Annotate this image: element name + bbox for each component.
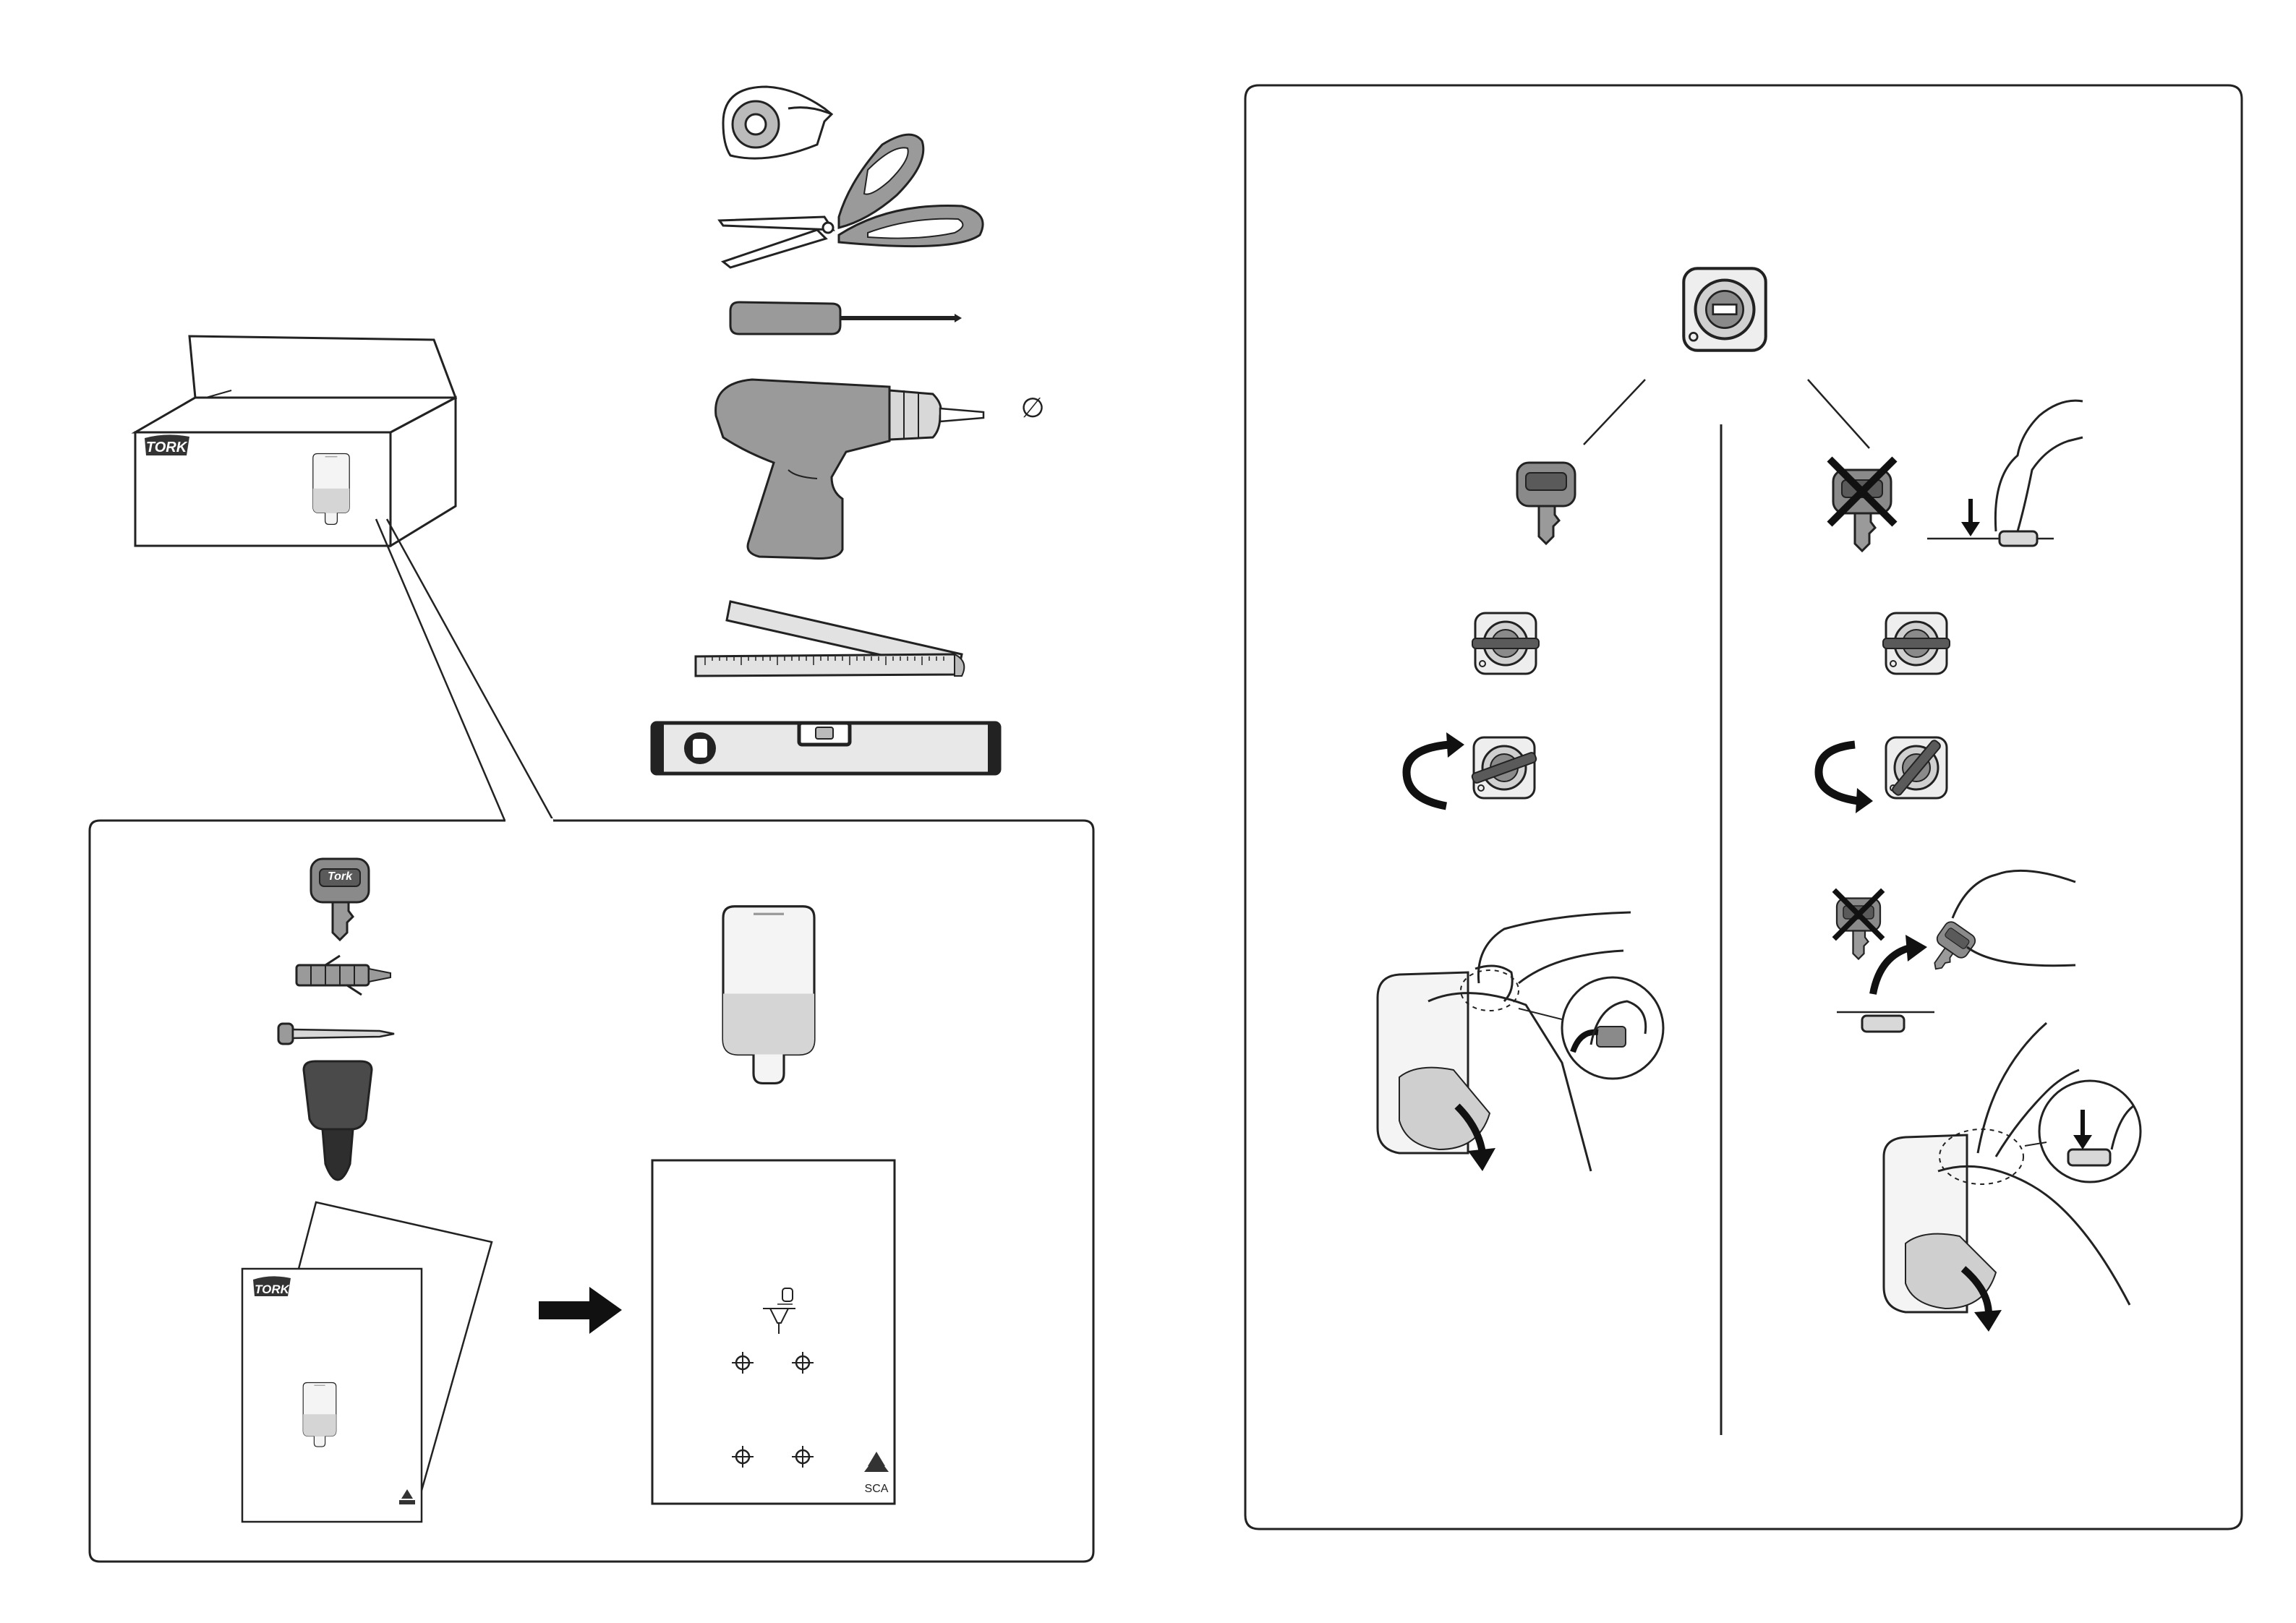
cap-stopper-icon [304,1061,372,1180]
right-arrow-icon [539,1287,622,1334]
screwdriver-icon [730,302,962,334]
key-icon-option [1517,463,1575,544]
drilling-template-sheet: SCA [652,1160,895,1504]
wall-plug-icon [296,956,391,995]
soap-dispenser-icon [723,907,814,1084]
spirit-level-icon [652,723,999,774]
lock-pressed-icon [1883,613,1950,674]
branch-line-right [1808,380,1869,448]
screw-icon [278,1024,394,1044]
tape-dispenser-icon [723,87,832,158]
option-with-key [1378,463,1663,1171]
product-box: TORK [135,336,456,546]
no-key-icon [1830,459,1895,551]
lock-icon-top [1683,268,1765,350]
turn-counterclockwise-arrow-icon [1819,745,1873,813]
option-without-key [1819,401,2141,1332]
drill-icon: ∅ [716,380,1045,559]
lock-with-key-inserted-icon [1472,613,1539,674]
remove-key-illustration [1834,870,2075,1032]
open-with-key-illustration [1378,912,1663,1171]
open-without-key-illustration [1884,1023,2141,1332]
opening-instructions-panel [1245,85,2242,1529]
sca-logo-text: SCA [865,1483,889,1495]
lock-key-turned-icon [1471,737,1537,798]
folding-ruler-icon [696,601,964,676]
box-logo-text: TORK [146,440,188,455]
manual-booklet-icon: TORK [242,1202,492,1522]
callout-lines [376,519,553,821]
turn-clockwise-arrow-icon [1407,732,1464,806]
tork-logo-box: TORK [145,434,189,455]
package-contents-panel: Tork TORK [90,818,1093,1562]
key-icon: Tork [311,859,369,940]
lock-turned-icon [1886,737,1947,798]
branch-line-left [1584,380,1645,445]
drill-bit-diameter-symbol: ∅ [1020,392,1044,424]
press-button-illustration [1927,401,2083,546]
manual-logo-text: TORK [255,1282,291,1296]
key-logo-text: Tork [328,870,353,883]
